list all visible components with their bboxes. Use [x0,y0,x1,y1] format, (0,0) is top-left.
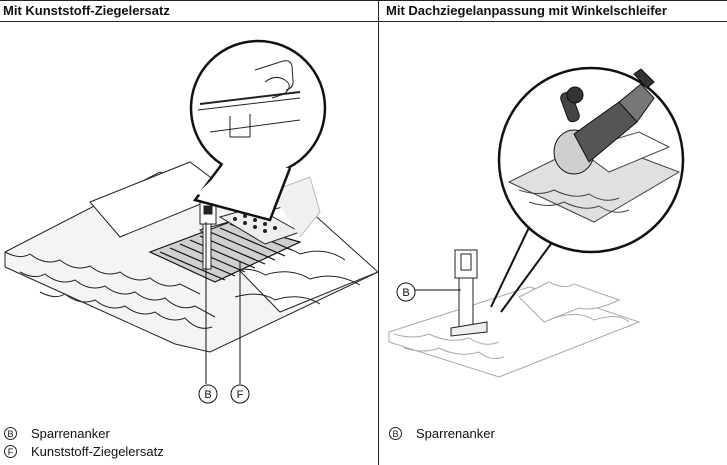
left-legend-item-b: B Sparrenanker [4,426,110,441]
right-illustration: B [388,66,685,378]
callout-b-right: B [402,287,409,299]
right-legend-item-b: B Sparrenanker [389,426,495,441]
legend-text: Sparrenanker [31,426,110,441]
header-divider [0,21,727,22]
legend-letter-f: F [4,445,17,458]
callout-b-left: B [204,389,211,401]
left-legend-item-f: F Kunststoff-Ziegelersatz [4,444,164,459]
legend-text: Sparrenanker [416,426,495,441]
legend-text: Kunststoff-Ziegelersatz [31,444,164,459]
left-panel-title: Mit Kunststoff-Ziegelersatz [3,3,170,18]
legend-letter-b: B [389,427,402,440]
left-illustration: B F [4,39,378,404]
right-panel-title: Mit Dachziegelanpassung mit Winkelschlei… [386,3,667,18]
callout-f-left: F [237,389,244,401]
table-top-border [0,0,727,1]
legend-letter-b: B [4,427,17,440]
column-divider [378,0,379,465]
